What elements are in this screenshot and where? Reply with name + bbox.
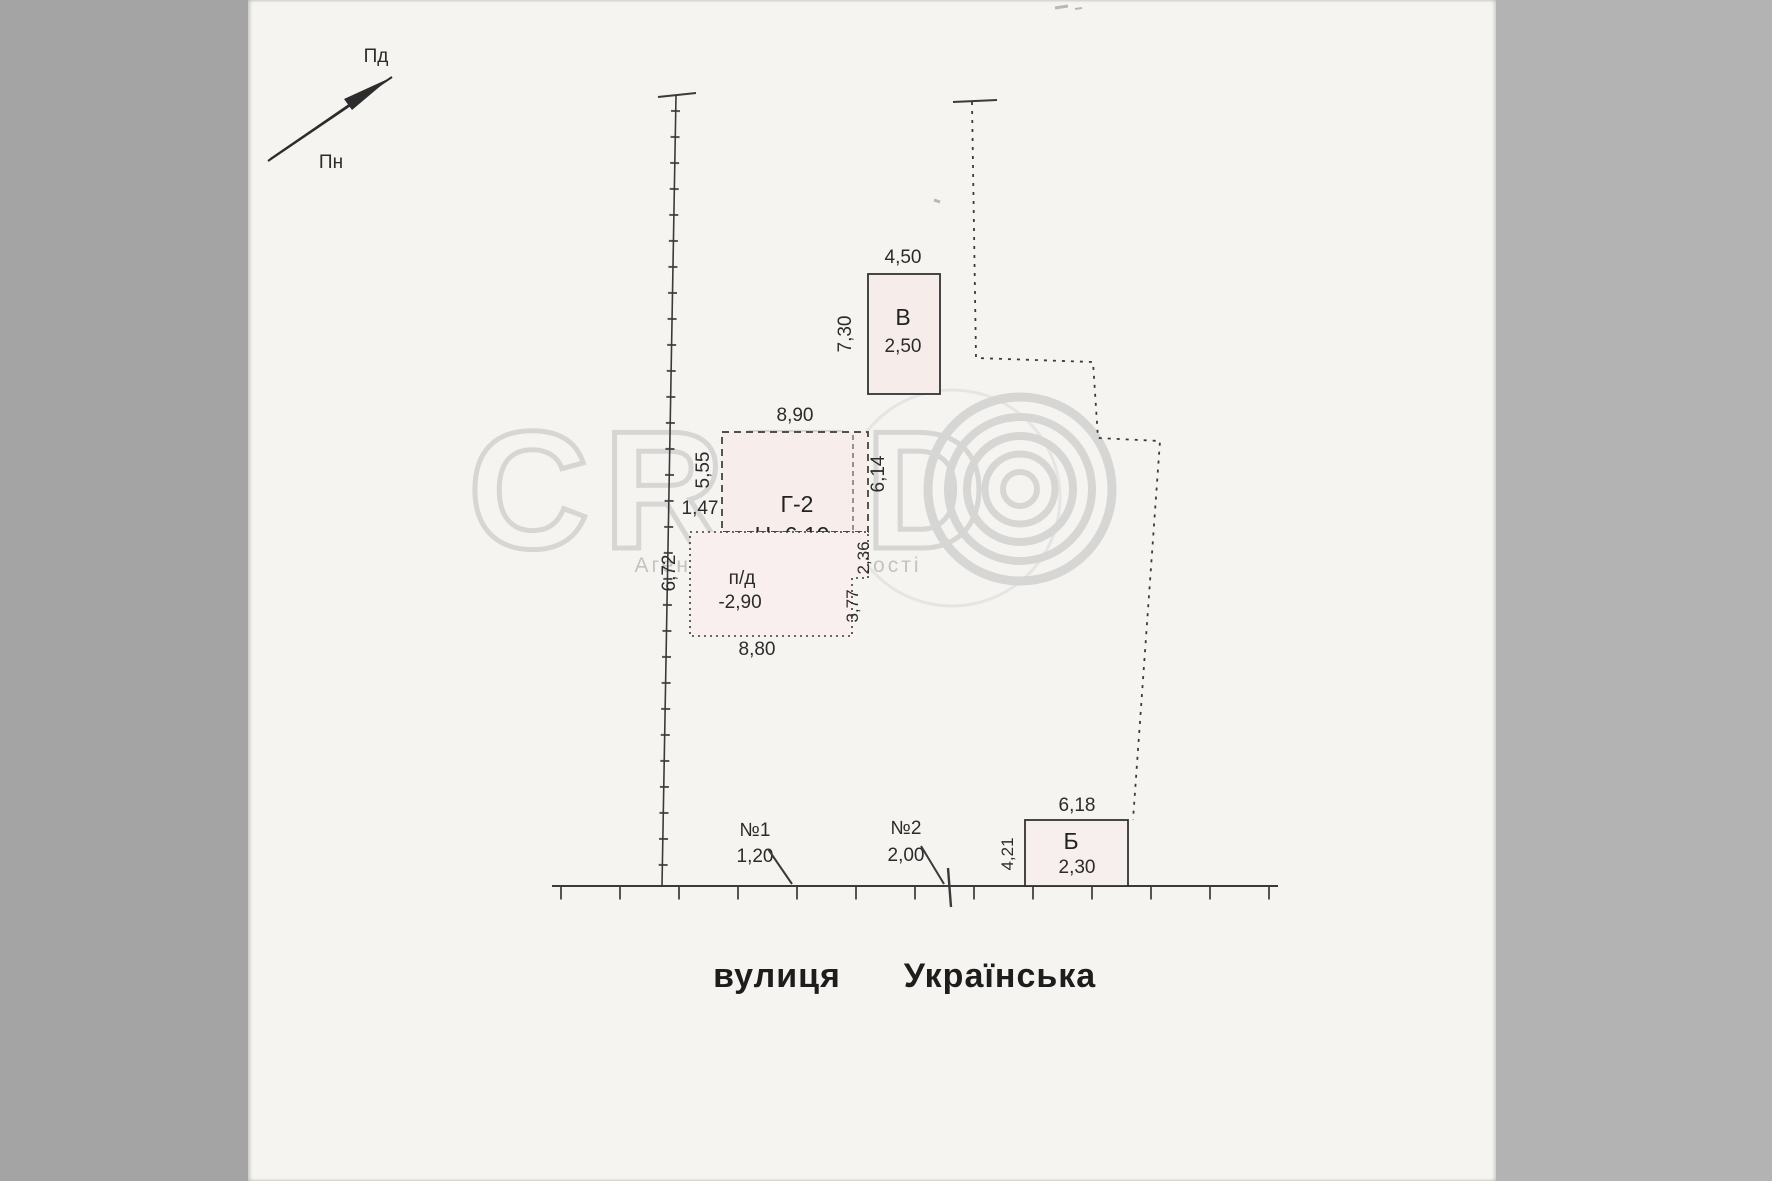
building-b-letter: Б (1063, 828, 1078, 854)
right-boundary-dotted-line (952, 99, 1161, 821)
building-b-value: 2,30 (1059, 857, 1096, 878)
building-v-outline (867, 273, 941, 395)
gate-1-label: №1 (740, 820, 771, 841)
pd-label: п/д (729, 568, 756, 589)
scan-margin-right (1496, 0, 1772, 1181)
building-b-left-dim: 4,21 (998, 837, 1017, 870)
compass-north-label: Пн (319, 152, 343, 173)
pd-value: -2,90 (718, 592, 761, 613)
compass-arrowhead-icon (344, 78, 390, 110)
compass (267, 76, 393, 162)
street-word-1: вулиця (713, 957, 841, 995)
building-v-value: 2,50 (885, 336, 922, 357)
g2-left-step-dim: 1,47 (682, 498, 719, 519)
gate-1: №1 1,20 (737, 820, 793, 885)
street-boundary-line (552, 867, 1278, 908)
building-b-outline (1024, 819, 1129, 887)
building-v: 4,50 7,30 В 2,50 (835, 247, 941, 395)
scan-artifacts (933, 4, 1083, 204)
pd-bottom-dim: 8,80 (739, 639, 776, 660)
street-name: вулиця Українська (713, 957, 1096, 995)
pd-left-dim: 6,72 (659, 555, 680, 592)
gate-2-width: 2,00 (888, 845, 925, 866)
scan-margin-left (0, 0, 248, 1181)
pd-right-step-upper-dim: 2,36 (854, 541, 873, 574)
g2-letter: Г-2 (781, 491, 814, 517)
street-line-cross-mark (946, 867, 953, 908)
gate-1-width: 1,20 (737, 846, 774, 867)
street-word-2: Українська (904, 957, 1096, 995)
watermark-logo: CRED (466, 388, 1117, 608)
gate-2-label: №2 (891, 818, 922, 839)
building-v-letter: В (895, 304, 910, 330)
building-b: 6,18 4,21 Б 2,30 (998, 795, 1129, 887)
g2-top-dim: 8,90 (777, 405, 814, 426)
building-b-top-dim: 6,18 (1059, 795, 1096, 816)
compass-south-label: Пд (364, 46, 389, 67)
building-v-width-label: 4,50 (885, 247, 922, 268)
plan-page (248, 0, 1496, 1181)
pd-right-step-lower-dim: 3,77 (843, 589, 862, 622)
watermark-o-rings-icon (842, 388, 1117, 608)
building-g2-outline (721, 431, 869, 533)
gate-2: №2 2,00 (888, 818, 945, 885)
building-v-height-label: 7,30 (835, 316, 856, 353)
gate-2-mark (920, 845, 945, 885)
basement-pd: 2,36 3,77 6,72 п/д -2,90 8,80 (659, 531, 873, 660)
left-boundary-line (657, 92, 697, 887)
g2-left-upper-dim: 5,55 (693, 452, 714, 489)
gate-1-mark (767, 848, 793, 885)
basement-pd-outline (689, 531, 869, 637)
building-g2: 8,90 5,55 1,47 6,14 Г-2 Н=6,10 (682, 405, 889, 548)
g2-right-dim: 6,14 (868, 455, 889, 492)
